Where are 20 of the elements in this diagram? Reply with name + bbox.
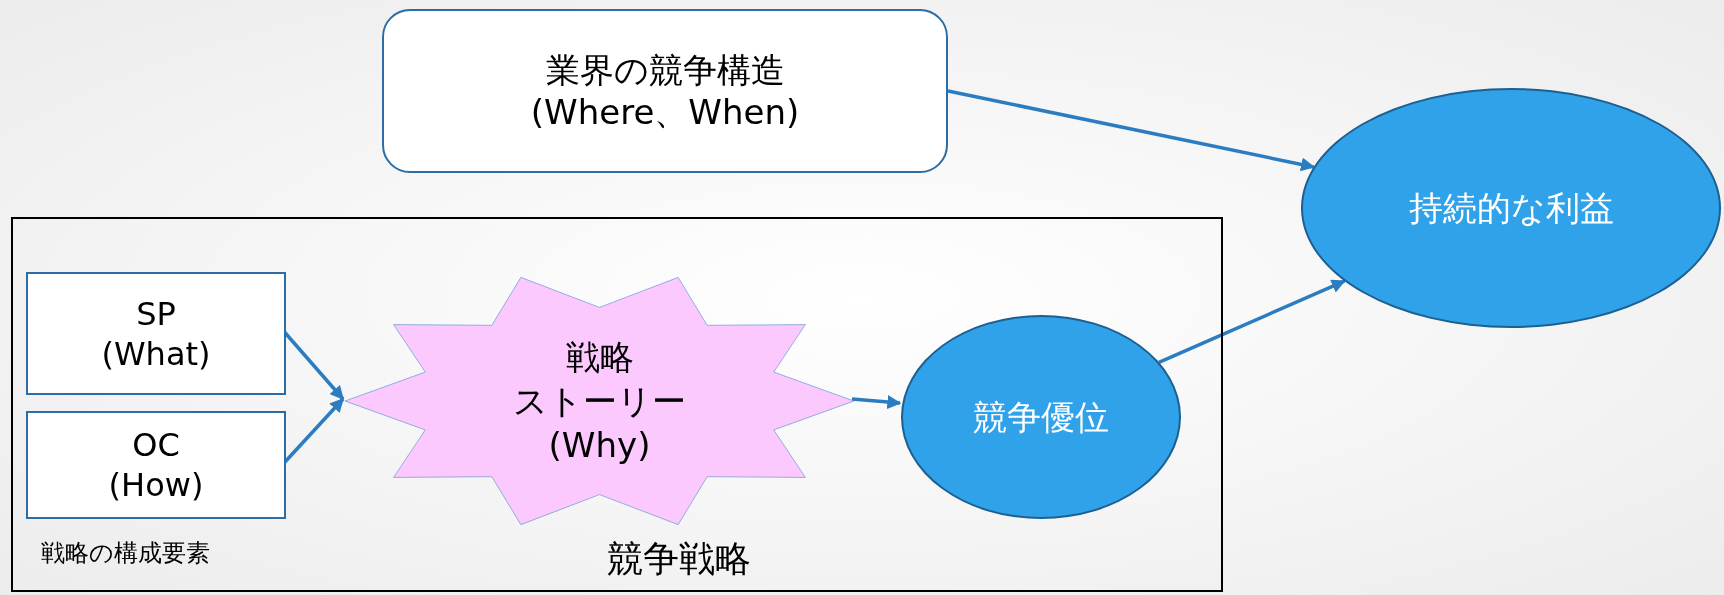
node-text: OC (132, 425, 180, 465)
group-frame (11, 217, 1223, 592)
node-text: (Why) (548, 424, 651, 468)
node-text: ストーリー (513, 379, 686, 423)
node-text: 持続的な利益 (1408, 186, 1614, 230)
node-text: 競争優位 (973, 395, 1109, 439)
arrow (947, 89, 1315, 172)
process-box (26, 272, 286, 395)
node-text: (Where、When) (530, 91, 800, 134)
node-text: (What) (101, 333, 211, 374)
arrow (1158, 279, 1346, 364)
node-text: 業界の競争構造 (545, 48, 785, 91)
group-title: 競争戦略 (607, 541, 751, 577)
process-box (26, 411, 286, 519)
node-text: 戦略 (565, 335, 634, 379)
rounded-box (382, 9, 948, 173)
caption-text: 戦略の構成要素 (41, 541, 210, 565)
node-text: SP (136, 293, 176, 334)
arrow (851, 395, 902, 409)
node-text: (How) (108, 465, 204, 505)
